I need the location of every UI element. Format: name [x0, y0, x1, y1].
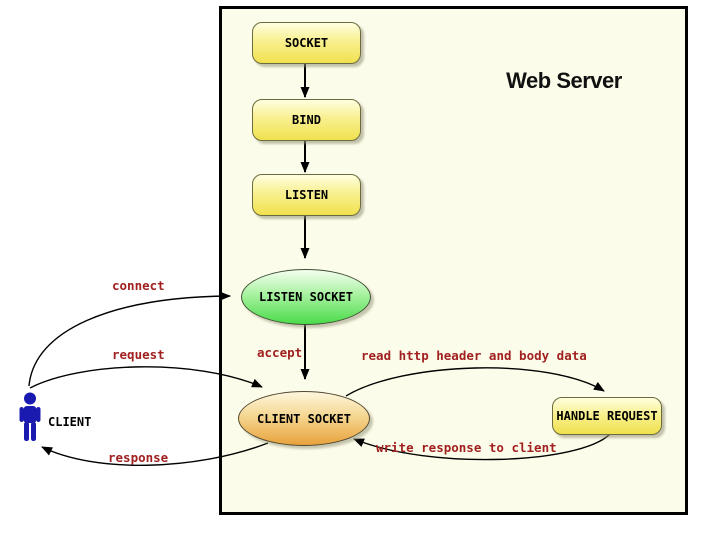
person-arm-left: [19, 407, 24, 422]
edge-label-request: request: [112, 347, 165, 362]
person-torso: [23, 406, 37, 423]
node-bind: BIND: [252, 99, 361, 141]
node-handle-request: HANDLE REQUEST: [552, 397, 662, 435]
node-socket: SOCKET: [252, 22, 361, 64]
edge-label-accept: accept: [257, 345, 303, 360]
edge-label-write: write response to client: [376, 440, 557, 455]
node-socket-label: SOCKET: [284, 36, 329, 50]
node-listen-label: LISTEN: [284, 188, 329, 202]
edge-label-read: read http header and body data: [361, 348, 587, 363]
node-listen-socket: LISTEN SOCKET: [241, 269, 371, 325]
edge-label-response: response: [108, 450, 169, 465]
node-bind-label: BIND: [292, 113, 321, 127]
node-handle-request-label: HANDLE REQUEST: [556, 409, 658, 423]
edge-label-connect: connect: [112, 278, 165, 293]
node-listen: LISTEN: [252, 174, 361, 216]
person-leg-right: [31, 422, 36, 441]
person-leg-left: [24, 422, 29, 441]
edge-connect: [28, 291, 231, 387]
person-arm-right: [36, 407, 41, 422]
client-label: CLIENT: [48, 415, 92, 429]
web-server-title: Web Server: [506, 68, 622, 93]
node-listen-socket-label: LISTEN SOCKET: [259, 290, 353, 304]
node-client-socket: CLIENT SOCKET: [238, 391, 370, 446]
person-head: [24, 392, 36, 405]
node-client-socket-label: CLIENT SOCKET: [257, 411, 351, 426]
person-icon: [19, 392, 41, 441]
